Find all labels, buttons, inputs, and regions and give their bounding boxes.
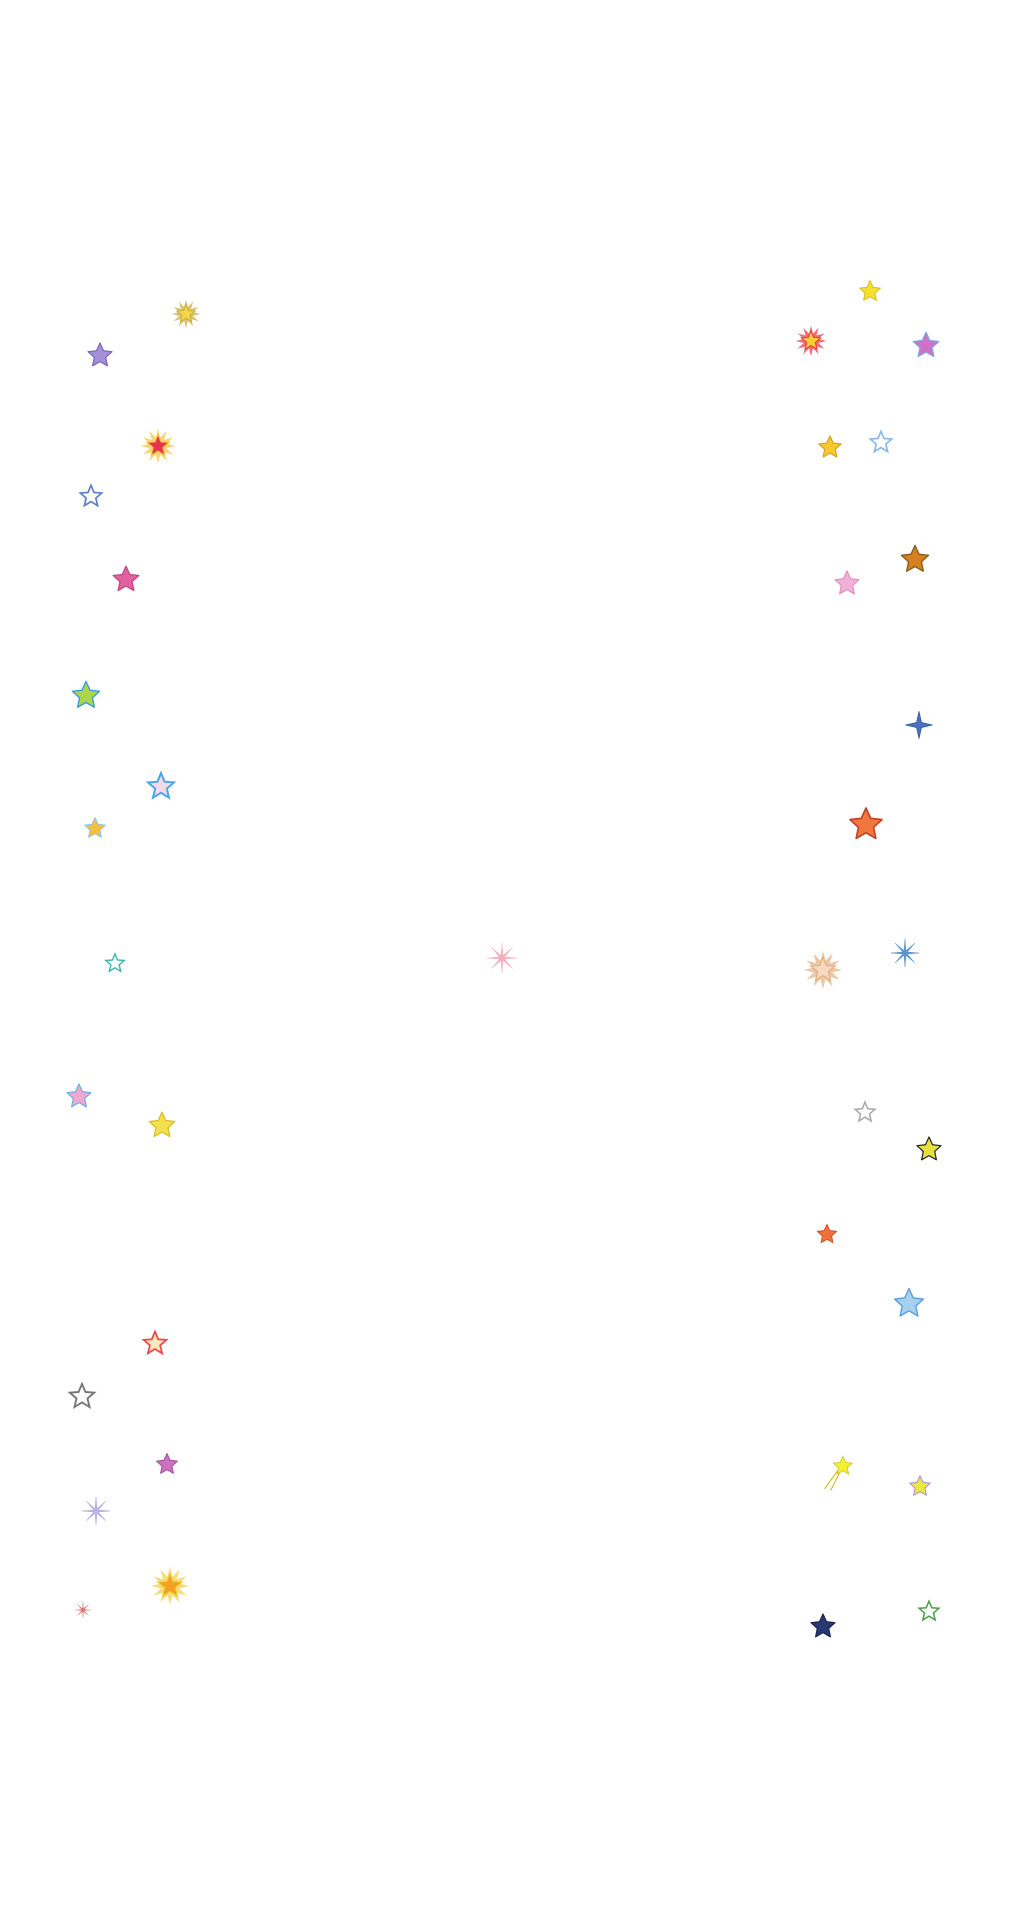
sparkle-icon (80, 1495, 112, 1527)
star-icon (857, 278, 883, 304)
star-icon (85, 340, 115, 370)
starburst-icon (140, 428, 176, 464)
star-icon (154, 1451, 180, 1477)
star-outline-icon (140, 1328, 170, 1358)
star-outline-icon (77, 482, 105, 510)
star-outline-icon (144, 769, 178, 803)
starburst-icon (171, 299, 201, 329)
star-icon (816, 433, 844, 461)
star-icon (914, 1134, 944, 1164)
star-icon (82, 815, 108, 841)
star-outline-icon (103, 951, 127, 975)
star-icon (898, 542, 932, 576)
star-icon (69, 678, 103, 712)
starburst-icon (795, 325, 827, 357)
star-outline-icon (66, 1380, 98, 1412)
star-outline-icon (916, 1598, 942, 1624)
sparkle-icon (74, 1601, 92, 1619)
star-icon (910, 329, 942, 361)
star-outline-icon (867, 428, 895, 456)
star-icon (146, 1109, 178, 1141)
star-icon (891, 1285, 927, 1321)
shooting-star-icon (817, 1454, 855, 1492)
star-icon (815, 1222, 839, 1246)
four-point-star-icon (904, 710, 934, 740)
star-outline-icon (852, 1099, 878, 1125)
star-icon (110, 563, 142, 595)
star-icon (808, 1611, 838, 1641)
sparkle-icon (485, 941, 519, 975)
star-icon (907, 1473, 933, 1499)
star-icon (846, 804, 886, 844)
sparkle-icon (889, 937, 921, 969)
star-icon (64, 1081, 94, 1111)
starburst-icon (803, 950, 843, 990)
starburst-icon (150, 1566, 190, 1606)
star-icon (832, 568, 862, 598)
